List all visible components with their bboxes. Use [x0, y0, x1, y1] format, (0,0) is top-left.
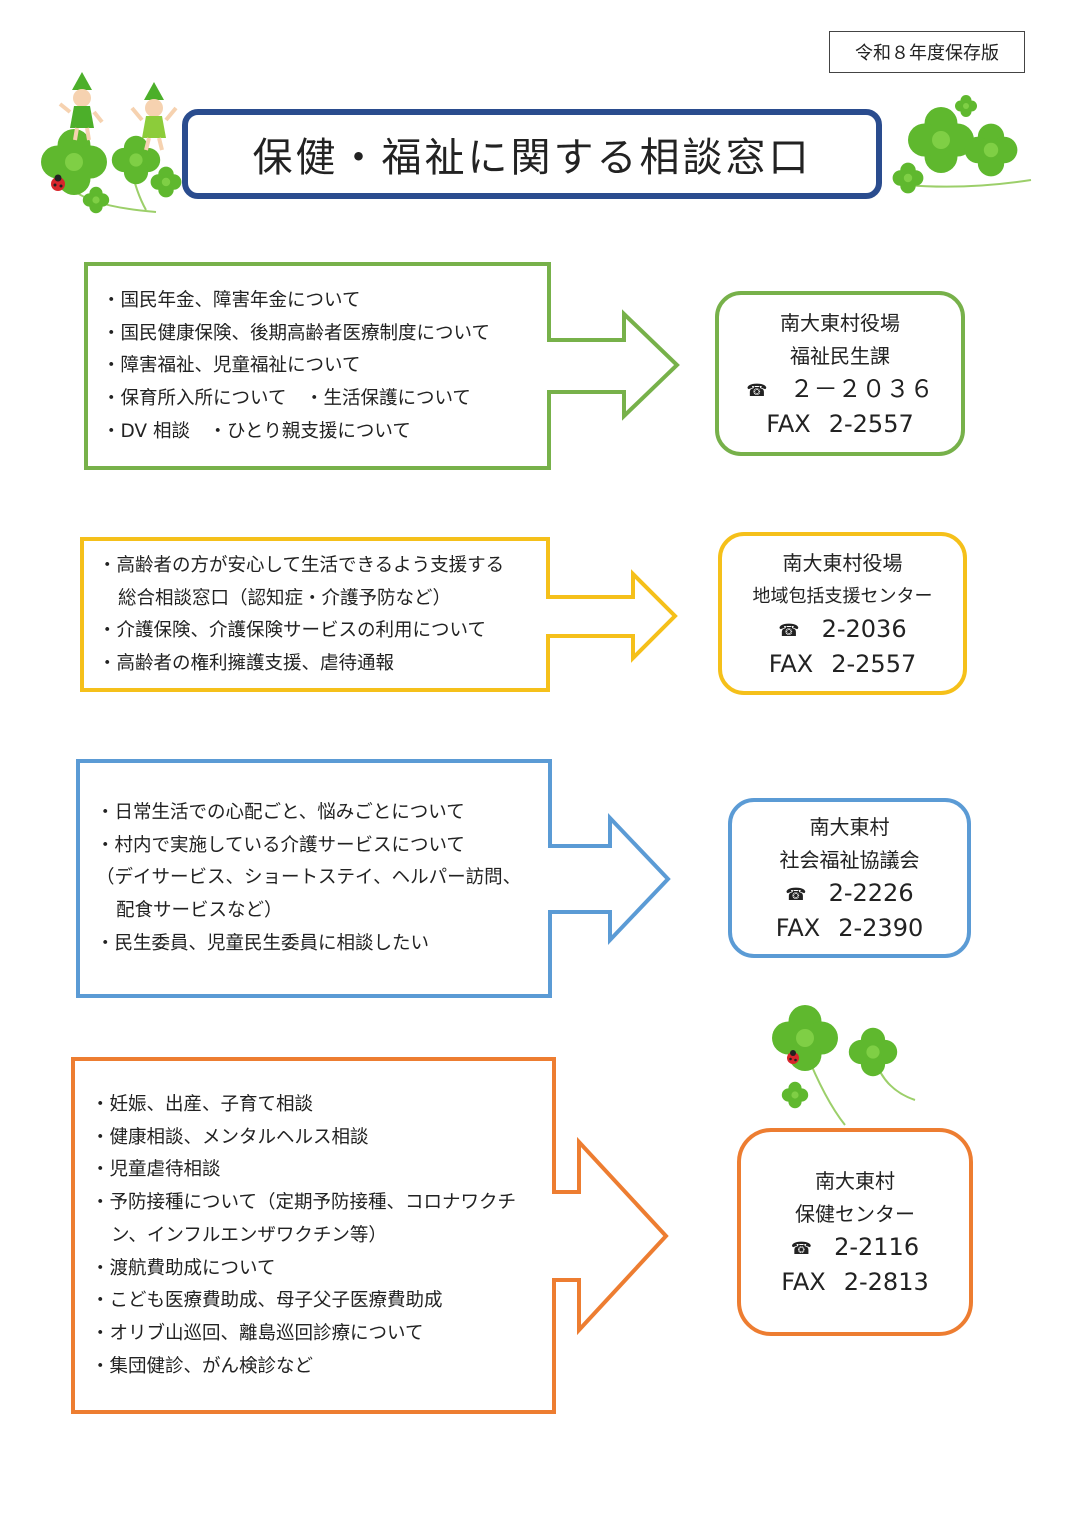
- office-card-health: 南大東村 保健センター ☎ 2-2116 FAX 2-2813: [737, 1128, 973, 1336]
- list-item: ・健康相談、メンタルヘルス相談: [91, 1126, 369, 1148]
- office-name: 南大東村役場: [780, 310, 900, 335]
- clover-fairies-decoration: [41, 72, 182, 214]
- ladybug-icon: [51, 174, 65, 191]
- phone-icon: ☎: [790, 1239, 813, 1259]
- office-card-elderly: 南大東村役場 地域包括支援センター ☎ 2-2036 FAX 2-2557: [718, 532, 967, 695]
- list-item: ・介護保険、介護保険サービスの利用について: [98, 620, 486, 642]
- list-item: ・日常生活での心配ごと、悩みごとについて: [96, 802, 465, 823]
- topic-list-health: ・妊娠、出産、子育て相談 ・健康相談、メンタルヘルス相談 ・児童虐待相談 ・予防…: [91, 1089, 516, 1383]
- list-item: ・国民健康保険、後期高齢者医療制度について: [102, 322, 490, 344]
- phone-icon: ☎: [746, 380, 768, 401]
- list-item: ・予防接種について（定期予防接種、コロナワクチ: [91, 1192, 516, 1214]
- list-item: ・村内で実施している介護サービスについて: [96, 834, 465, 856]
- office-name: 南大東村: [815, 1169, 895, 1193]
- office-tel: ２－２０３６: [789, 374, 934, 403]
- clover-decoration: [892, 95, 1032, 194]
- office-card-welfare: 南大東村役場 福祉民生課 ☎ ２－２０３６ FAX 2-2557: [715, 291, 965, 456]
- page-title: 保健・福祉に関する相談窓口: [182, 109, 882, 199]
- office-department: 保健センター: [795, 1202, 915, 1226]
- list-item: ン、インフルエンザワクチン等）: [111, 1224, 387, 1246]
- fairy-icon: [130, 82, 178, 151]
- fax-label: FAX: [775, 914, 821, 942]
- phone-icon: ☎: [778, 620, 800, 641]
- office-department: 社会福祉協議会: [779, 848, 920, 872]
- topic-list-elderly: ・高齢者の方が安心して生活できるよう支援する 総合相談窓口（認知症・介護予防など…: [98, 550, 504, 681]
- topic-list-social: ・日常生活での心配ごと、悩みごとについて ・村内で実施している介護サービスについ…: [96, 797, 521, 961]
- office-department: 地域包括支援センター: [752, 585, 933, 607]
- phone-icon: ☎: [785, 885, 807, 905]
- office-name: 南大東村: [809, 815, 890, 839]
- list-item: ・集団健診、がん検診など: [91, 1355, 314, 1377]
- office-tel: 2-2036: [821, 614, 907, 643]
- list-item: ・児童虐待相談: [91, 1159, 221, 1181]
- list-item: ・高齢者の権利擁護支援、虐待通報: [98, 653, 395, 675]
- fairy-icon: [58, 72, 104, 141]
- office-tel: 2-2226: [828, 879, 914, 907]
- list-item: ・オリブ山巡回、離島巡回診療について: [91, 1322, 424, 1344]
- list-item: ・障害福祉、児童福祉について: [102, 355, 361, 377]
- list-item: ・保育所入所について ・生活保護について: [102, 388, 471, 410]
- fax-label: FAX: [781, 1268, 826, 1296]
- fax-label: FAX: [766, 409, 811, 438]
- list-item: ・DV 相談 ・ひとり親支援について: [102, 420, 411, 442]
- list-item: ・こども医療費助成、母子父子医療費助成: [91, 1290, 443, 1312]
- ladybug-icon: [787, 1050, 799, 1064]
- list-item: ・渡航費助成について: [91, 1257, 276, 1279]
- topic-list-welfare: ・国民年金、障害年金について ・国民健康保険、後期高齢者医療制度について ・障害…: [102, 285, 490, 449]
- office-name: 南大東村役場: [782, 550, 903, 575]
- office-card-social: 南大東村 社会福祉協議会 ☎ 2-2226 FAX 2-2390: [728, 798, 971, 958]
- clover-decoration: [772, 1005, 916, 1126]
- office-fax: 2-2557: [828, 409, 914, 438]
- list-item: 配食サービスなど）: [116, 900, 283, 922]
- list-item: 総合相談窓口（認知症・介護予防など）: [118, 587, 452, 609]
- office-tel: 2-2116: [834, 1233, 920, 1261]
- list-item: ・民生委員、児童民生委員に相談したい: [96, 932, 430, 954]
- edition-label: 令和８年度保存版: [829, 31, 1025, 73]
- office-department: 福祉民生課: [790, 343, 890, 368]
- list-item: ・妊娠、出産、子育て相談: [91, 1094, 314, 1115]
- office-fax: 2-2557: [831, 649, 917, 678]
- office-fax: 2-2390: [838, 914, 924, 942]
- list-item: ・国民年金、障害年金について: [102, 290, 361, 311]
- list-item: （デイサービス、ショートステイ、ヘルパー訪問、: [96, 867, 522, 889]
- list-item: ・高齢者の方が安心して生活できるよう支援する: [98, 555, 505, 576]
- fax-label: FAX: [768, 649, 814, 678]
- office-fax: 2-2813: [843, 1268, 929, 1296]
